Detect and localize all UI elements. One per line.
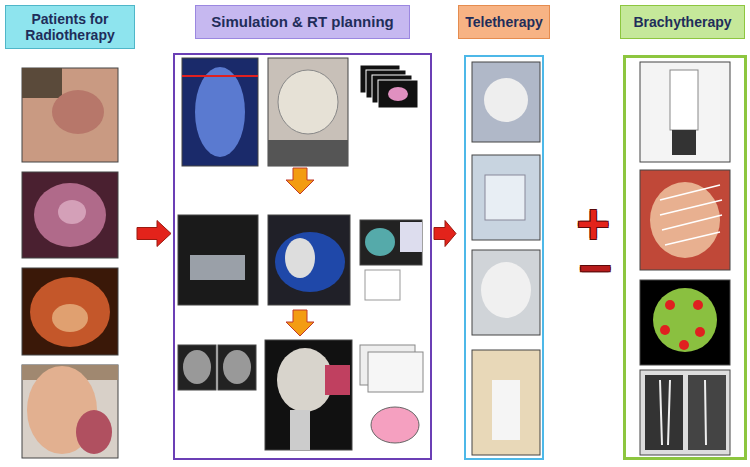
flow-arrow bbox=[137, 221, 171, 247]
ct-scanner-photo bbox=[178, 215, 258, 305]
anatomy bbox=[285, 238, 315, 278]
hair bbox=[22, 68, 62, 98]
stage-heading: Patients for Radiotherapy bbox=[5, 5, 135, 49]
drr-image bbox=[368, 352, 423, 392]
skull bbox=[277, 348, 333, 412]
lesion bbox=[34, 183, 106, 247]
patient-photo bbox=[22, 268, 118, 355]
plan-image bbox=[360, 220, 422, 265]
lesion bbox=[76, 410, 112, 454]
gantry bbox=[484, 78, 528, 122]
xray-photo bbox=[640, 370, 730, 455]
scan-line bbox=[182, 75, 258, 77]
lesion bbox=[30, 277, 110, 347]
xray bbox=[688, 375, 726, 450]
seed bbox=[695, 327, 705, 337]
xray bbox=[645, 375, 683, 450]
implant-photo bbox=[640, 170, 730, 270]
step-arrow bbox=[286, 310, 314, 336]
couch bbox=[268, 140, 348, 166]
dose-cloud bbox=[365, 228, 395, 256]
seeds bbox=[660, 300, 705, 350]
linac-photo bbox=[472, 62, 540, 142]
linac-photo bbox=[472, 155, 540, 240]
lesion bbox=[52, 90, 104, 134]
stage-column: Simulation & RT planning bbox=[173, 5, 432, 462]
lesion bbox=[52, 304, 88, 332]
contour bbox=[275, 232, 345, 292]
seed bbox=[665, 300, 675, 310]
arrow-shape bbox=[137, 221, 171, 247]
flow-arrow bbox=[434, 221, 456, 247]
contour-image bbox=[268, 215, 350, 305]
mask-photo bbox=[268, 58, 348, 166]
brain bbox=[223, 350, 251, 384]
stage-frame bbox=[623, 55, 747, 460]
dose-map bbox=[371, 407, 419, 443]
pet-image bbox=[182, 58, 258, 166]
document bbox=[365, 270, 400, 300]
mri-slice bbox=[218, 345, 256, 390]
mri-slice bbox=[178, 345, 216, 390]
patient-photo bbox=[22, 172, 118, 258]
cyberknife-photo bbox=[472, 350, 540, 455]
stage-column: Patients for Radiotherapy bbox=[5, 5, 135, 462]
lesion bbox=[58, 200, 86, 224]
ct-stack bbox=[360, 65, 418, 108]
afterloader bbox=[670, 70, 698, 130]
stage-frame bbox=[173, 53, 432, 460]
stage-heading: Teletherapy bbox=[458, 5, 550, 39]
ct-couch bbox=[190, 255, 245, 280]
arrow-shape bbox=[434, 221, 456, 247]
patient-photo bbox=[22, 68, 118, 162]
robot-arm bbox=[492, 380, 520, 440]
stage-column: Brachytherapy bbox=[615, 5, 748, 462]
ct-slice bbox=[378, 80, 418, 108]
minus-sign: − bbox=[576, 240, 615, 294]
afterloader-base bbox=[672, 130, 696, 155]
photo-frame bbox=[22, 172, 118, 258]
seed bbox=[693, 300, 703, 310]
photo-frame bbox=[22, 365, 118, 458]
photo-frame bbox=[22, 68, 118, 162]
needles bbox=[660, 185, 722, 245]
mask bbox=[278, 70, 338, 134]
plan-panel bbox=[400, 222, 422, 252]
skull-render bbox=[265, 340, 352, 450]
gantry bbox=[481, 262, 531, 318]
target bbox=[325, 365, 350, 395]
pet-body bbox=[195, 67, 245, 157]
afterloader-photo bbox=[640, 62, 730, 162]
spine bbox=[290, 410, 310, 450]
step-arrow bbox=[286, 168, 314, 194]
stage-heading: Brachytherapy bbox=[620, 5, 745, 39]
seed bbox=[679, 340, 689, 350]
photo-frame bbox=[22, 268, 118, 355]
applicator bbox=[660, 380, 706, 445]
patient-photo bbox=[22, 365, 118, 458]
ct-body bbox=[388, 87, 408, 101]
gantry bbox=[485, 175, 525, 220]
brain bbox=[183, 350, 211, 384]
linac-photo bbox=[472, 250, 540, 335]
implant-render bbox=[640, 280, 730, 365]
stage-frame bbox=[464, 55, 544, 460]
seed bbox=[660, 325, 670, 335]
stage-heading: Simulation & RT planning bbox=[195, 5, 410, 39]
target-volume bbox=[653, 288, 717, 352]
stage-column: Teletherapy bbox=[458, 5, 550, 462]
